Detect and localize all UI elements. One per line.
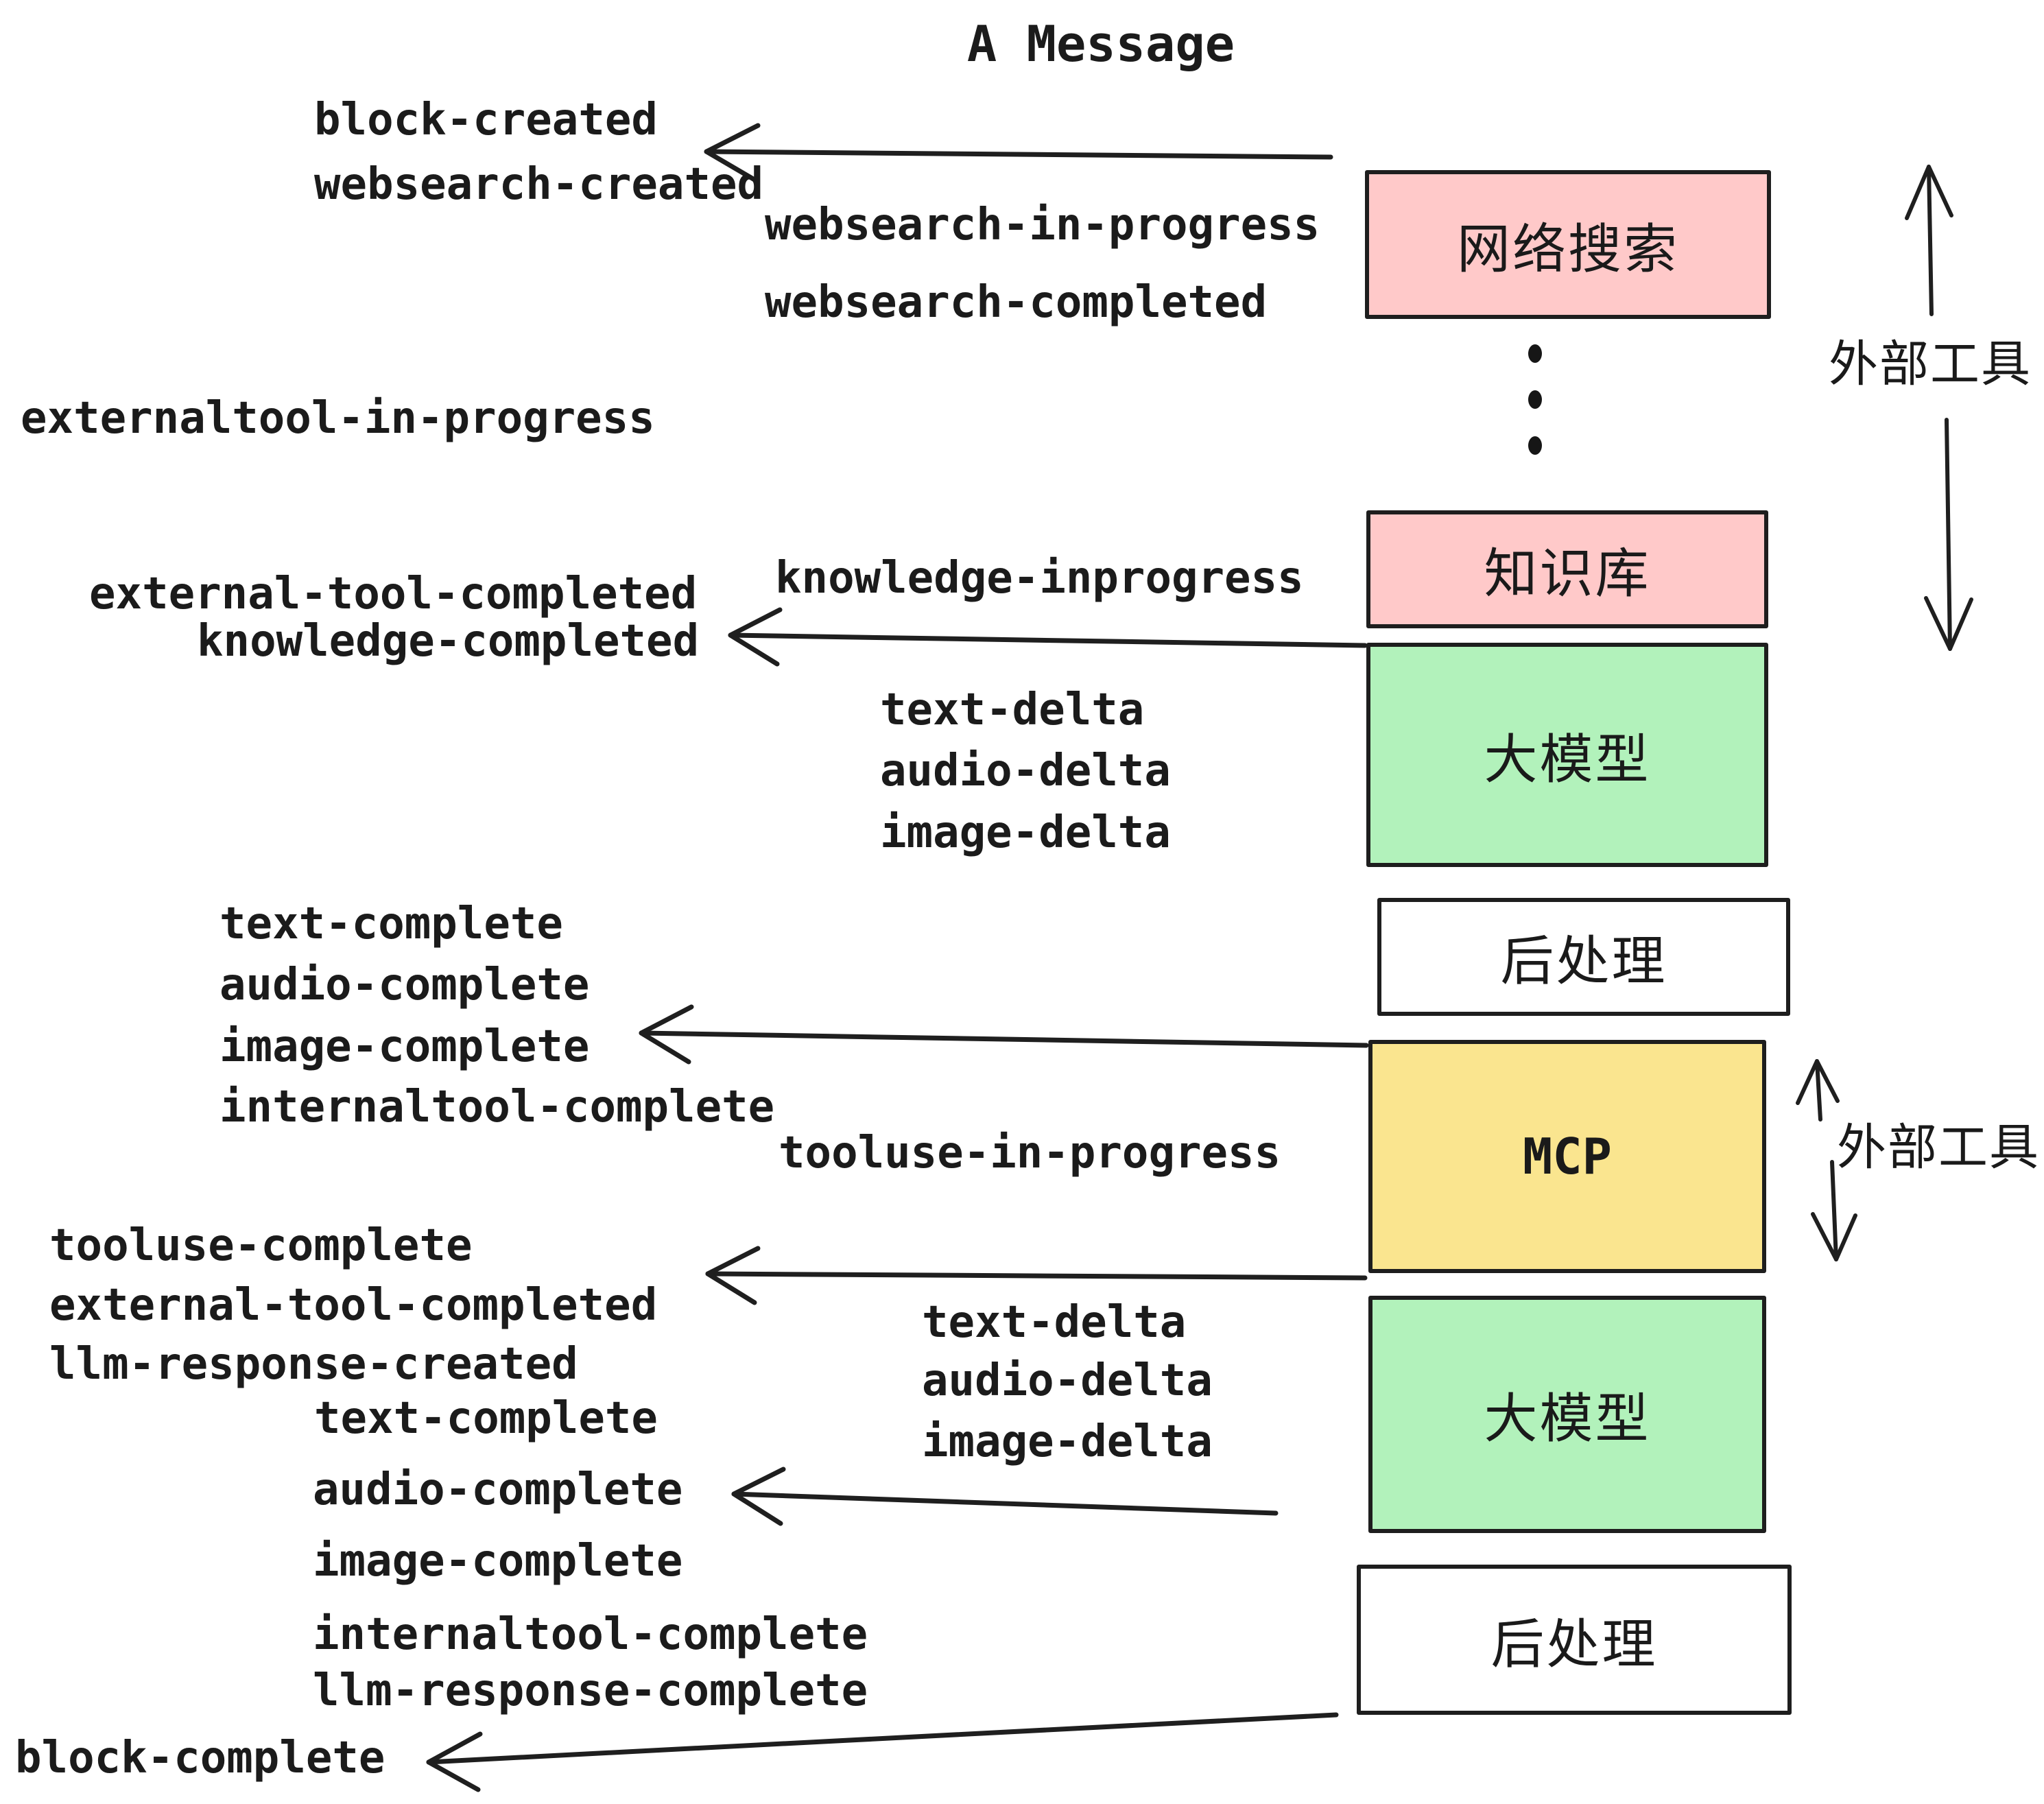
event-image-delta-1: image-delta — [880, 807, 1171, 858]
event-audio-delta-2: audio-delta — [922, 1355, 1213, 1406]
external-tools-down-arrow-top — [1924, 418, 1973, 651]
box-postprocess-2-label: 后处理 — [1490, 1613, 1658, 1674]
external-tools-label-bottom: 外部工具 — [1837, 1120, 2041, 1176]
event-text-complete-1: text-complete — [219, 899, 563, 949]
box-mcp: MCP — [1368, 1040, 1766, 1273]
box-websearch: 网络搜索 — [1365, 170, 1771, 319]
box-knowledge: 知识库 — [1366, 510, 1768, 628]
event-internaltool-complete-1: internaltool-complete — [219, 1082, 775, 1132]
box-postprocess-1: 后处理 — [1377, 898, 1790, 1016]
box-postprocess-2: 后处理 — [1357, 1565, 1792, 1715]
event-audio-complete-2: audio-complete — [313, 1464, 683, 1515]
arrow-to-block-complete — [426, 1712, 1339, 1792]
event-external-tool-completed-2: external-tool-completed — [49, 1280, 658, 1331]
event-llm-response-created: llm-response-created — [49, 1339, 578, 1390]
event-knowledge-completed: knowledge-completed — [197, 616, 700, 667]
box-knowledge-label: 知识库 — [1484, 543, 1651, 604]
event-llm-response-complete: llm-response-complete — [313, 1665, 868, 1716]
event-audio-delta-1: audio-delta — [880, 746, 1171, 796]
arrow-to-audio-complete — [731, 1467, 1279, 1526]
arrow-to-block-created — [704, 123, 1333, 182]
diagram-title: A Message — [966, 15, 1235, 73]
event-websearch-created: websearch-created — [314, 159, 764, 210]
event-text-delta-1: text-delta — [880, 685, 1145, 735]
ellipsis-dot — [1528, 344, 1542, 363]
arrow-to-tooluse-complete — [705, 1246, 1368, 1305]
event-internaltool-complete-2: internaltool-complete — [313, 1609, 868, 1660]
vertical-ellipsis — [1528, 344, 1542, 455]
event-external-tool-completed-1: external-tool-completed — [89, 569, 698, 619]
box-postprocess-1-label: 后处理 — [1500, 931, 1667, 991]
event-image-complete-1: image-complete — [219, 1021, 590, 1072]
event-websearch-completed: websearch-completed — [765, 277, 1268, 328]
event-block-complete: block-complete — [15, 1733, 385, 1783]
event-knowledge-inprogress: knowledge-inprogress — [775, 553, 1304, 604]
external-tools-down-arrow-bottom — [1811, 1160, 1857, 1261]
arrow-to-image-complete — [639, 1004, 1369, 1065]
box-llm-2: 大模型 — [1368, 1296, 1766, 1533]
box-llm-2-label: 大模型 — [1484, 1388, 1651, 1449]
event-audio-complete-1: audio-complete — [219, 960, 590, 1010]
external-tools-up-arrow-top — [1905, 165, 1953, 316]
arrow-to-knowledge-completed — [728, 607, 1368, 667]
event-image-complete-2: image-complete — [313, 1536, 683, 1587]
box-llm-1-label: 大模型 — [1484, 728, 1651, 790]
event-externaltool-in-progress: externaltool-in-progress — [21, 393, 655, 444]
event-tooluse-complete: tooluse-complete — [49, 1220, 473, 1271]
external-tools-label-top: 外部工具 — [1829, 337, 2032, 392]
external-tools-up-arrow-bottom — [1796, 1059, 1840, 1121]
event-text-delta-2: text-delta — [922, 1297, 1187, 1348]
event-block-created: block-created — [314, 95, 658, 145]
box-mcp-label: MCP — [1522, 1128, 1613, 1185]
box-llm-1: 大模型 — [1366, 643, 1768, 867]
event-websearch-in-progress: websearch-in-progress — [765, 200, 1320, 250]
event-tooluse-in-progress: tooluse-in-progress — [779, 1128, 1281, 1178]
ellipsis-dot — [1528, 390, 1542, 409]
box-websearch-label: 网络搜索 — [1456, 218, 1679, 279]
event-image-delta-2: image-delta — [922, 1416, 1213, 1467]
event-text-complete-2: text-complete — [314, 1393, 658, 1444]
ellipsis-dot — [1528, 436, 1542, 455]
